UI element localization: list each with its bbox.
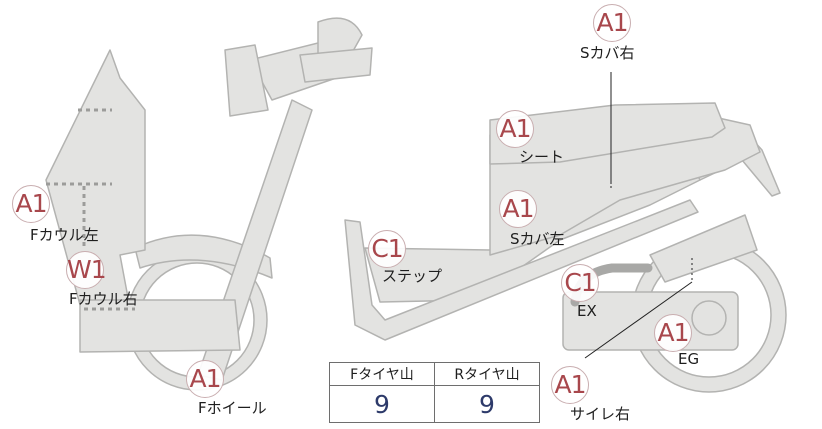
tread-value-row: 9 9	[329, 385, 540, 423]
grade-badge-silencer-right: A1	[551, 366, 589, 404]
front-tire-tread-value: 9	[329, 385, 435, 423]
leader-line	[584, 281, 693, 359]
tread-header-row: Fタイヤ山 Rタイヤ山	[329, 362, 540, 386]
part-label-silencer-right: サイレ右	[570, 405, 631, 423]
part-label-exhaust: EX	[577, 302, 597, 320]
rear-tire-tread-header: Rタイヤ山	[434, 362, 540, 386]
grade-badge-f-wheel: A1	[186, 360, 224, 398]
muffler	[649, 214, 758, 283]
floor-plate	[79, 299, 241, 353]
engine-block	[562, 291, 739, 351]
part-label-s-cover-left: Sカバ左	[510, 230, 565, 248]
grade-badge-engine: A1	[654, 314, 692, 352]
grade-badge-s-cover-left: A1	[499, 190, 537, 228]
grade-badge-s-cover-right: A1	[593, 4, 631, 42]
part-label-f-cowl-left: Fカウル左	[30, 226, 99, 244]
front-fender	[134, 234, 273, 279]
part-label-s-cover-right: Sカバ右	[580, 44, 635, 62]
grade-badge-step: C1	[368, 230, 406, 268]
handle-grip	[299, 47, 373, 83]
tire-tread-table: Fタイヤ山 Rタイヤ山 9 9	[329, 362, 540, 423]
part-label-step: ステップ	[382, 267, 443, 285]
rear-tire-tread-value: 9	[434, 385, 540, 423]
grade-badge-exhaust: C1	[561, 264, 599, 302]
grade-badge-f-cowl-right: W1	[66, 251, 107, 289]
under-frame	[344, 199, 699, 341]
part-label-seat: シート	[519, 148, 565, 166]
part-label-f-wheel: Fホイール	[198, 399, 267, 417]
seat	[489, 102, 726, 165]
front-tire-tread-header: Fタイヤ山	[329, 362, 435, 386]
part-label-f-cowl-right: Fカウル右	[69, 290, 138, 308]
headlight	[224, 44, 269, 117]
part-label-engine: EG	[678, 350, 700, 368]
grade-badge-seat: A1	[496, 110, 534, 148]
grade-badge-f-cowl-left: A1	[12, 185, 50, 223]
